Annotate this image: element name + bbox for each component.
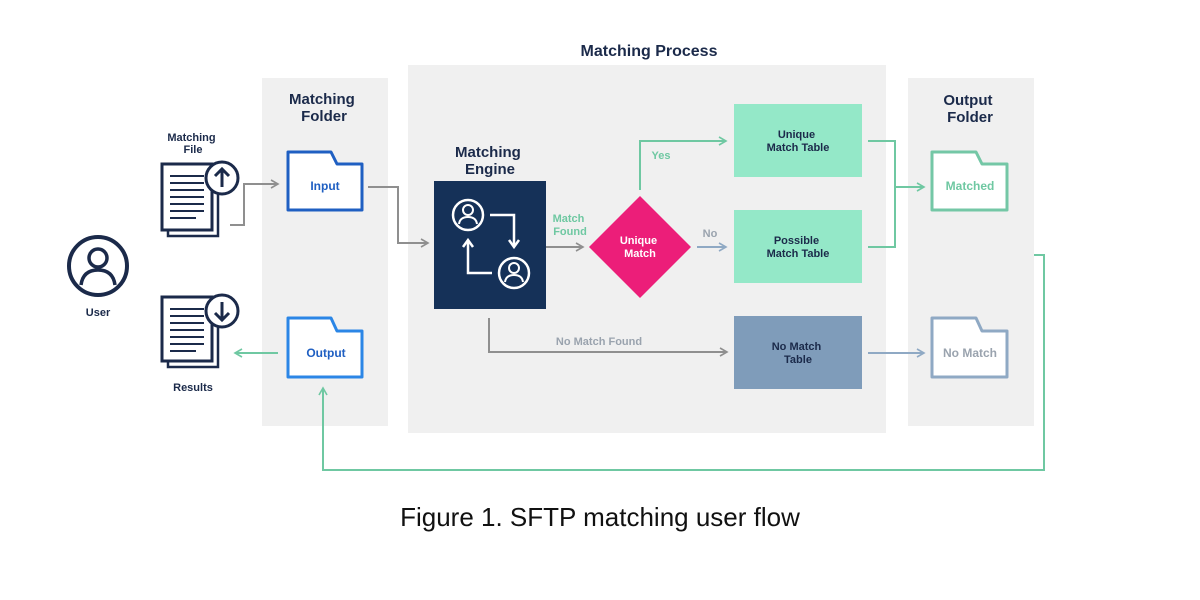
matching-file-label: Matching File	[167, 132, 218, 156]
input-folder-label: Input	[310, 179, 339, 193]
results-label: Results	[173, 382, 213, 394]
figure-caption: Figure 1. SFTP matching user flow	[400, 502, 800, 532]
input-to-engine-arrow	[368, 186, 430, 248]
folder-icon	[286, 316, 364, 379]
folder-icon	[930, 150, 1009, 212]
matched-folder-label: Matched	[946, 179, 995, 193]
person-swap-icon	[451, 198, 531, 290]
match-found-label: Match Found	[553, 213, 588, 238]
possible-to-matched-connector	[868, 187, 896, 248]
return-to-output-arrow	[318, 254, 1045, 471]
unique-match-decision: Unique Match	[589, 196, 691, 298]
folder-icon	[930, 316, 1009, 379]
no-label: No	[703, 228, 718, 240]
document-download-icon	[160, 293, 240, 369]
user-icon	[67, 235, 129, 297]
unique-to-matched-connector	[868, 140, 896, 187]
no-match-found-label: No Match Found	[556, 336, 642, 348]
document-upload-icon	[160, 160, 240, 238]
user-label: User	[86, 307, 111, 319]
input-folder: Input	[286, 150, 364, 212]
possible-match-table-label: Possible Match Table	[767, 235, 830, 260]
no-match-table-label: No Match Table	[772, 341, 825, 366]
file-to-input-arrow	[230, 179, 280, 226]
output-folder-label: Output	[306, 346, 345, 360]
yes-arrow	[639, 136, 728, 190]
matching-engine-header: Matching Engine	[455, 144, 525, 178]
unique-match-label: Unique Match	[620, 235, 660, 260]
output-folder: Output	[286, 316, 364, 379]
no-match-table: No Match Table	[734, 316, 862, 389]
possible-match-table: Possible Match Table	[734, 210, 862, 283]
matching-folder-header: Matching Folder	[289, 91, 359, 125]
matching-engine-box	[434, 181, 546, 309]
no-match-folder: No Match	[930, 316, 1009, 379]
matching-process-header: Matching Process	[581, 43, 718, 60]
matched-folder: Matched	[930, 150, 1009, 212]
unique-match-table: Unique Match Table	[734, 104, 862, 177]
yes-label: Yes	[652, 150, 671, 162]
no-match-folder-label: No Match	[943, 346, 997, 360]
folder-icon	[286, 150, 364, 212]
no-match-found-arrow	[488, 318, 729, 357]
unique-match-table-label: Unique Match Table	[767, 129, 830, 154]
output-folder-header: Output Folder	[943, 92, 996, 126]
